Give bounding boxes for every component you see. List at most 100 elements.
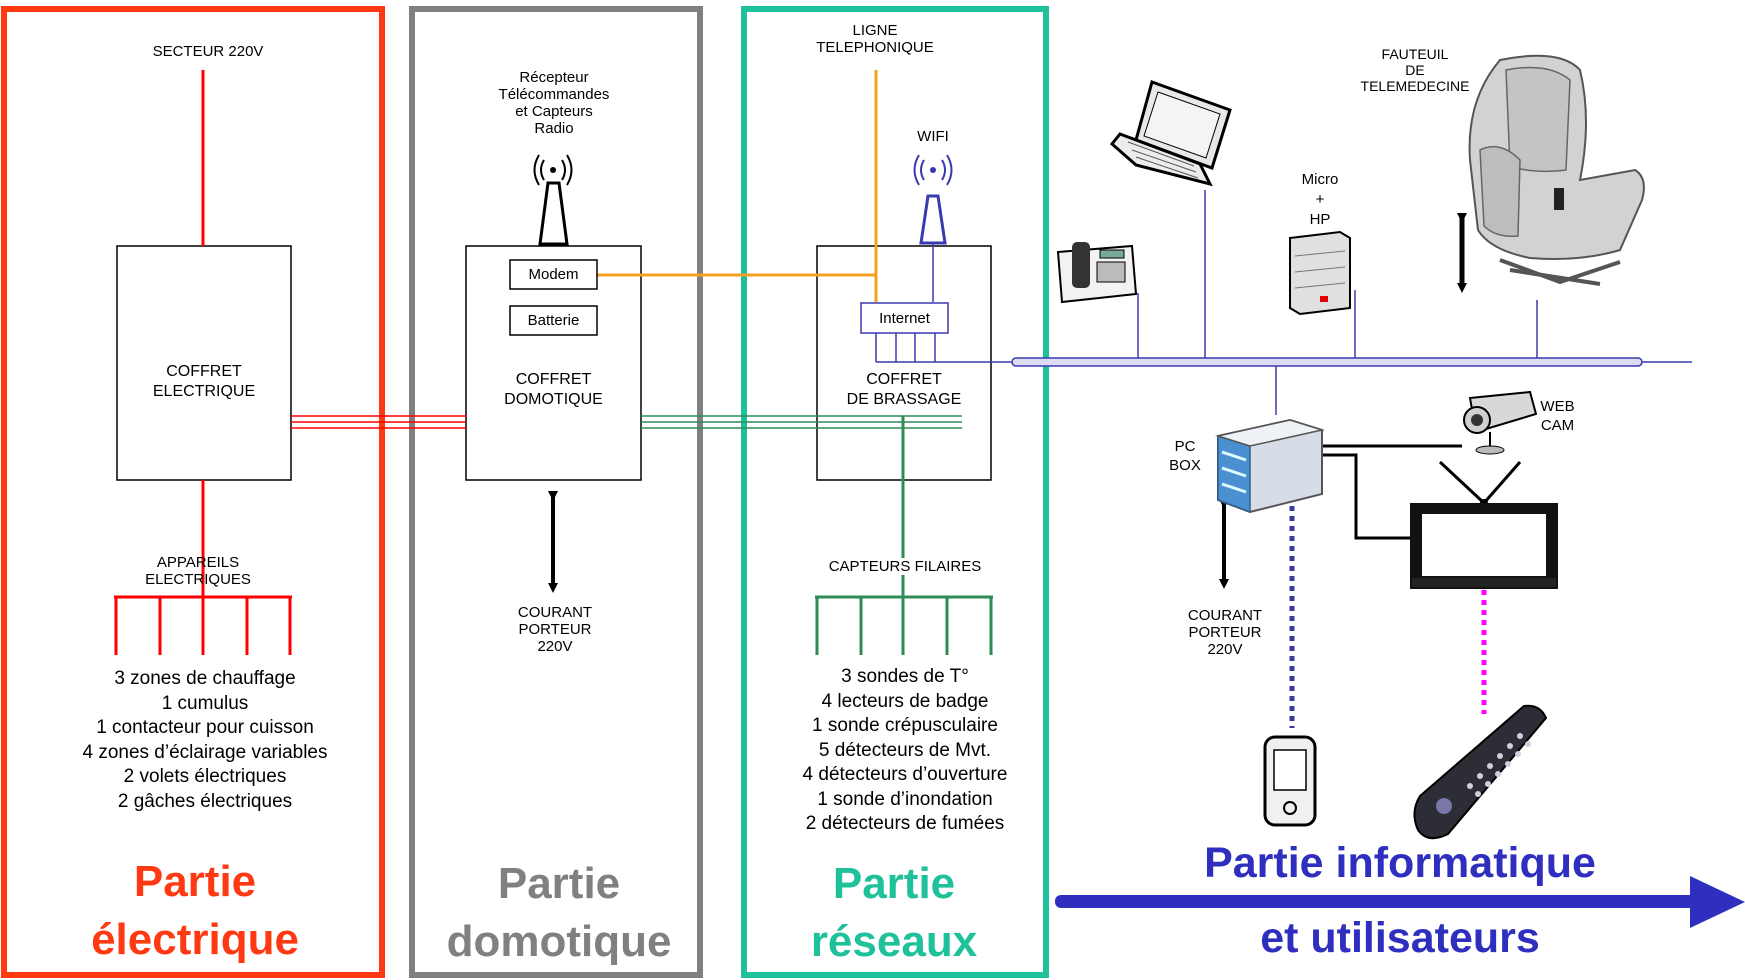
devices-label-line2: ELECTRIQUES [145,571,251,588]
patch-cabinet-line2: DE BRASSAGE [846,391,962,408]
it-section-title-line1: Partie informatique [1204,839,1596,887]
it-bus-drops [1137,190,1538,415]
phone-line-label: LIGNE TELEPHONIQUE [790,22,960,56]
list-item: 5 détecteurs de Mvt. [818,739,992,761]
electrical-to-domotic-bus [291,415,466,429]
network-section-title: Partie réseaux [744,855,1044,971]
internet-ports [875,333,1015,363]
list-item: 3 sondes de T° [841,666,969,687]
wifi-antenna-icon [913,154,953,245]
list-item: 2 volets électriques [123,766,287,787]
domotic-cabinet-line1: COFFRET [515,371,592,388]
domotic-section-title: Partie domotique [412,855,706,971]
it-direction-arrow [1055,876,1745,928]
list-item: 4 détecteurs d’ouverture [802,764,1008,785]
electrical-title-line1: Partie [133,857,257,906]
battery-label: Batterie [527,312,580,329]
mains-label: SECTEUR 220V [152,43,264,60]
powerline-line: 220V [1207,641,1243,658]
micro-line: Micro [1301,171,1339,188]
patch-cabinet-label: COFFRET DE BRASSAGE [817,370,991,410]
domotic-section-frame [409,6,703,978]
devices-label: APPAREILS ELECTRIQUES [108,554,288,588]
chair-line: FAUTEUIL [1381,46,1449,62]
electrical-cabinet-line1: COFFRET [166,363,242,380]
battery-box [509,305,598,336]
webcam-icon [1463,390,1538,455]
wifi-label: WIFI [917,128,949,145]
it-bus [1011,357,1643,367]
antenna-icon [533,154,573,246]
internet-label: Internet [879,310,930,327]
devices-label-line1: APPAREILS [156,554,240,571]
list-item: 4 zones d’éclairage variables [82,741,328,763]
speaker-box-icon [1289,230,1351,316]
electrical-cabinet-line2: ELECTRIQUE [152,383,256,400]
receiver-line: Récepteur [519,69,589,86]
pcbox-line: BOX [1169,457,1201,474]
receiver-line: Télécommandes [498,86,610,103]
modem-label: Modem [528,266,579,283]
receiver-label: Récepteur Télécommandes et Capteurs Radi… [470,69,638,137]
webcam-line: CAM [1540,417,1575,434]
electrical-title-line2: électrique [91,915,299,964]
pcbox-line: PC [1174,438,1196,455]
electrical-items-list: 3 zones de chauffage 1 cumulus 1 contact… [40,667,370,814]
webcam-label: WEB CAM [1530,397,1585,435]
receiver-line: et Capteurs [515,103,593,120]
powerline-line: PORTEUR [1188,624,1262,641]
remote-control-icon [1413,704,1548,840]
wired-sensor-comb [815,595,993,655]
television-icon [1410,460,1558,589]
micro-line: HP [1309,211,1331,228]
domotic-powerline-label: COURANT PORTEUR 220V [500,604,610,655]
devices-comb [114,595,292,655]
powerline-line: PORTEUR [518,621,592,638]
chair-label: FAUTEUIL DE TELEMEDECINE [1330,46,1500,94]
list-item: 3 zones de chauffage [114,668,296,689]
pcbox-label: PC BOX [1160,437,1210,475]
domotic-cabinet-label: COFFRET DOMOTIQUE [466,370,641,410]
it-section-title-line2: et utilisateurs [1260,914,1540,962]
list-item: 2 gâches électriques [117,790,293,812]
electrical-cabinet [116,245,292,481]
double-arrow-icon [548,213,1467,593]
chair-line: DE [1405,62,1425,78]
powerline-line: 220V [537,638,573,655]
list-item: 1 cumulus [161,692,249,714]
telemedicine-chair-icon [1468,54,1645,286]
network-section-frame [741,6,1049,978]
network-title-line2: réseaux [810,917,978,966]
internet-box [860,302,949,334]
electrical-cabinet-label: COFFRET ELECTRIQUE [117,362,291,402]
modem-box [509,259,598,290]
patch-cabinet-line1: COFFRET [866,371,942,388]
telephone-icon [1056,242,1138,304]
phone-line-line1: LIGNE [852,22,898,39]
pc-box-icon [1215,418,1325,514]
list-item: 1 contacteur pour cuisson [96,717,314,738]
wired-sensors-label: CAPTEURS FILAIRES [800,558,1010,575]
domotic-to-patch-bus [641,415,962,429]
powerline-line: COURANT [1187,607,1263,624]
domotic-title-line1: Partie [497,859,621,908]
list-item: 1 sonde crépusculaire [812,715,998,736]
list-item: 2 détecteurs de fumées [805,813,1005,834]
receiver-line: Radio [534,120,574,137]
pda-icon [1263,735,1317,827]
it-powerline-label: COURANT PORTEUR 220V [1170,607,1280,658]
domotic-cabinet-line2: DOMOTIQUE [504,391,603,408]
webcam-line: WEB [1540,398,1575,415]
electrical-section-title: Partie électrique [20,853,370,969]
chair-line: TELEMEDECINE [1360,78,1470,94]
micro-line: + [1315,191,1325,208]
micro-label: Micro + HP [1285,170,1355,230]
network-items-list: 3 sondes de T° 4 lecteurs de badge 1 son… [760,665,1050,837]
domotic-title-line2: domotique [446,917,672,966]
list-item: 4 lecteurs de badge [821,690,989,712]
phone-line-line2: TELEPHONIQUE [816,39,934,56]
pcbox-cables [1320,444,1462,540]
network-title-line1: Partie [832,859,956,908]
list-item: 1 sonde d’inondation [817,788,993,810]
